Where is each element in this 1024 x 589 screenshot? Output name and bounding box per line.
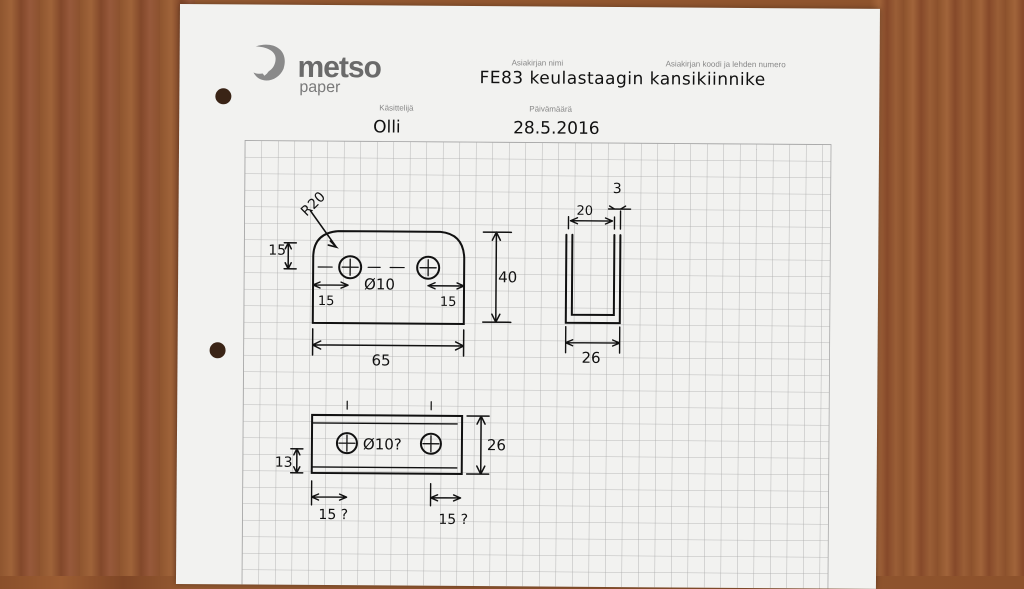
metso-logo-icon xyxy=(253,44,285,81)
dim-right-15: 15 xyxy=(440,295,457,310)
hole-right xyxy=(416,255,441,280)
u-profile-outline xyxy=(564,233,622,325)
wooden-table-right xyxy=(870,0,1024,576)
dim-3: 3 xyxy=(613,181,622,197)
dim-15-q-left: 15 ? xyxy=(318,507,348,523)
wooden-table-left xyxy=(0,0,195,576)
dim-top-offset: 15 xyxy=(268,243,286,259)
plate-outline xyxy=(311,230,466,325)
hole-side-left xyxy=(335,432,358,455)
dim-20: 20 xyxy=(577,204,594,219)
side-view-outline xyxy=(310,413,464,475)
hole-label-top: Ø10 xyxy=(364,275,395,293)
dim-width-65: 65 xyxy=(371,351,390,369)
paper-sheet: metso paper Asiakirjan nimi Asiakirjan k… xyxy=(175,4,880,589)
hole-left xyxy=(338,255,363,280)
dim-15-q-right: 15 ? xyxy=(438,512,468,528)
dim-26-profile: 26 xyxy=(581,349,600,367)
dim-26-side: 26 xyxy=(487,436,506,454)
drawing-grid: R20 15 40 Ø10 15 15 65 20 3 26 Ø10? 13 2… xyxy=(241,140,832,589)
dim-height-40: 40 xyxy=(498,268,517,286)
hole-side-right xyxy=(419,432,442,455)
dim-left-15: 15 xyxy=(318,294,335,309)
hole-label-bottom: Ø10? xyxy=(363,435,402,453)
dim-13: 13 xyxy=(275,455,293,471)
